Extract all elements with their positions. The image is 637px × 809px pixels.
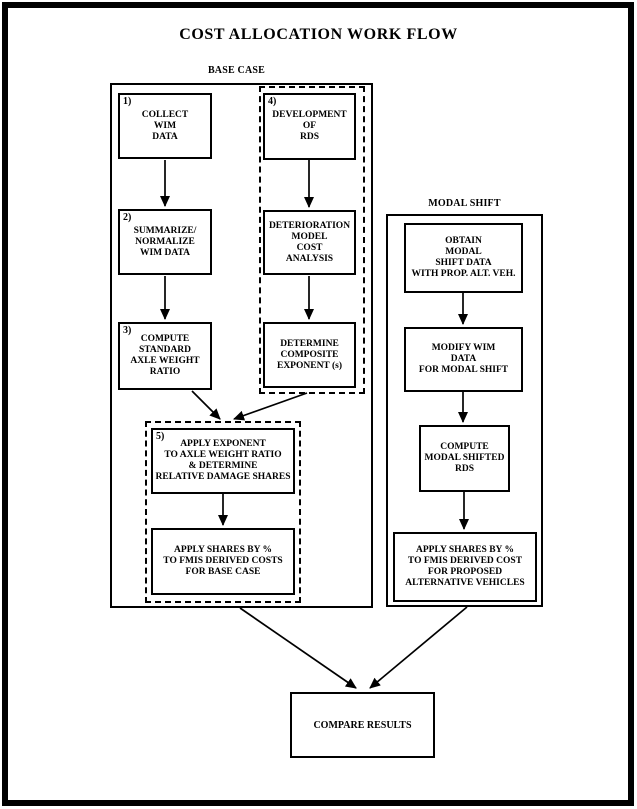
node-deterioration-model-cost-analysis: DETERIORATION MODEL COST ANALYSIS [263,210,356,275]
node-compare-results: COMPARE RESULTS [290,692,435,758]
step-number-1: 1) [123,96,132,107]
node-text: APPLY EXPONENT TO AXLE WEIGHT RATIO & DE… [155,439,291,482]
node-text: APPLY SHARES BY % TO FMIS DERIVED COSTS … [163,545,283,577]
arrow-base-case-to-compare [239,607,357,689]
node-apply-shares-base-case: APPLY SHARES BY % TO FMIS DERIVED COSTS … [151,528,295,595]
base-case-label: BASE CASE [207,65,266,76]
node-text: DEVELOPMENT OF RDS [272,110,347,142]
modal-shift-container [386,214,543,607]
rds-dashed-group [259,86,365,394]
node-text: COLLECT WIM DATA [141,109,189,142]
step-number-5: 5) [156,431,165,442]
step-number-3: 3) [123,325,132,336]
node-apply-exponent: 5) APPLY EXPONENT TO AXLE WEIGHT RATIO &… [151,428,295,494]
arrow-modal-shift-to-compare [369,606,468,689]
node-modify-wim-data: MODIFY WIM DATA FOR MODAL SHIFT [404,327,523,392]
node-summarize-normalize: 2) SUMMARIZE/ NORMALIZE WIM DATA [118,209,212,275]
node-text: DETERMINE COMPOSITE EXPONENT (s) [276,338,342,371]
node-text: COMPUTE STANDARD AXLE WEIGHT RATIO [130,334,200,377]
node-compute-modal-shifted-rds: COMPUTE MODAL SHIFTED RDS [419,425,510,492]
node-obtain-modal-shift-data: OBTAIN MODAL SHIFT DATA WITH PROP. ALT. … [404,223,523,293]
diagram-title: COST ALLOCATION WORK FLOW [179,26,458,43]
node-development-of-rds: 4) DEVELOPMENT OF RDS [263,93,356,160]
node-compute-axle-weight-ratio: 3) COMPUTE STANDARD AXLE WEIGHT RATIO [118,322,212,390]
step-number-2: 2) [123,212,132,223]
node-text: SUMMARIZE/ NORMALIZE WIM DATA [133,225,197,258]
step-number-4: 4) [268,96,277,107]
node-text: APPLY SHARES BY % TO FMIS DERIVED COST F… [405,545,525,588]
modal-shift-label: MODAL SHIFT [428,198,501,209]
node-text: DETERIORATION MODEL COST ANALYSIS [268,220,351,264]
node-text: COMPARE RESULTS [313,719,412,731]
base-case-container [110,83,373,608]
apply-dashed-group [145,421,301,603]
node-text: MODIFY WIM DATA FOR MODAL SHIFT [418,343,509,375]
node-text: OBTAIN MODAL SHIFT DATA WITH PROP. ALT. … [411,236,516,279]
node-apply-shares-alternative-vehicles: APPLY SHARES BY % TO FMIS DERIVED COST F… [393,532,537,602]
node-text: COMPUTE MODAL SHIFTED RDS [424,442,505,474]
node-determine-composite-exponent: DETERMINE COMPOSITE EXPONENT (s) [263,322,356,388]
node-collect-wim-data: 1) COLLECT WIM DATA [118,93,212,159]
